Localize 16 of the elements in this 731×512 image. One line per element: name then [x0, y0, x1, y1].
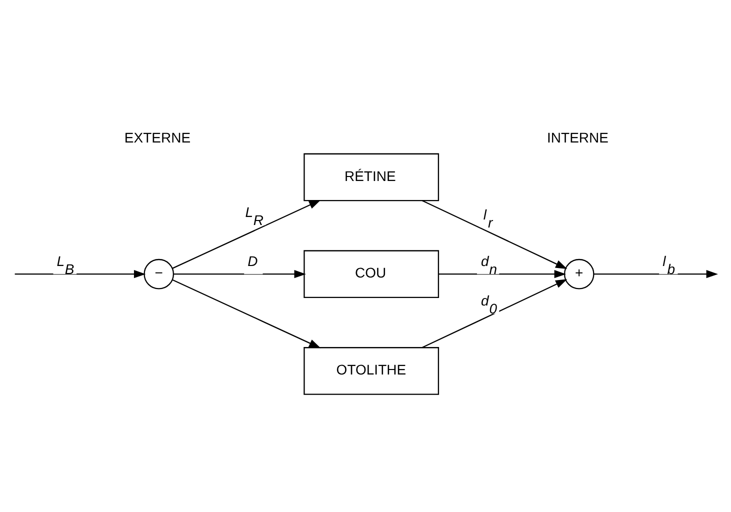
arrow — [172, 200, 321, 269]
node-box: OTOLITHE — [304, 347, 440, 395]
arrow — [174, 270, 306, 278]
node-circle: − — [144, 258, 174, 290]
node-box: RÉTINE — [304, 153, 440, 202]
arrow — [422, 279, 568, 348]
label: EXTERNE — [124, 129, 191, 146]
arrow — [14, 270, 146, 278]
node-circle: + — [564, 258, 594, 290]
arrow — [172, 279, 321, 348]
label: INTERNE — [547, 129, 608, 146]
edge-label: D — [248, 253, 258, 270]
node-box: COU — [304, 250, 440, 298]
arrow — [438, 270, 566, 278]
arrow — [594, 270, 718, 278]
arrow — [422, 200, 568, 270]
